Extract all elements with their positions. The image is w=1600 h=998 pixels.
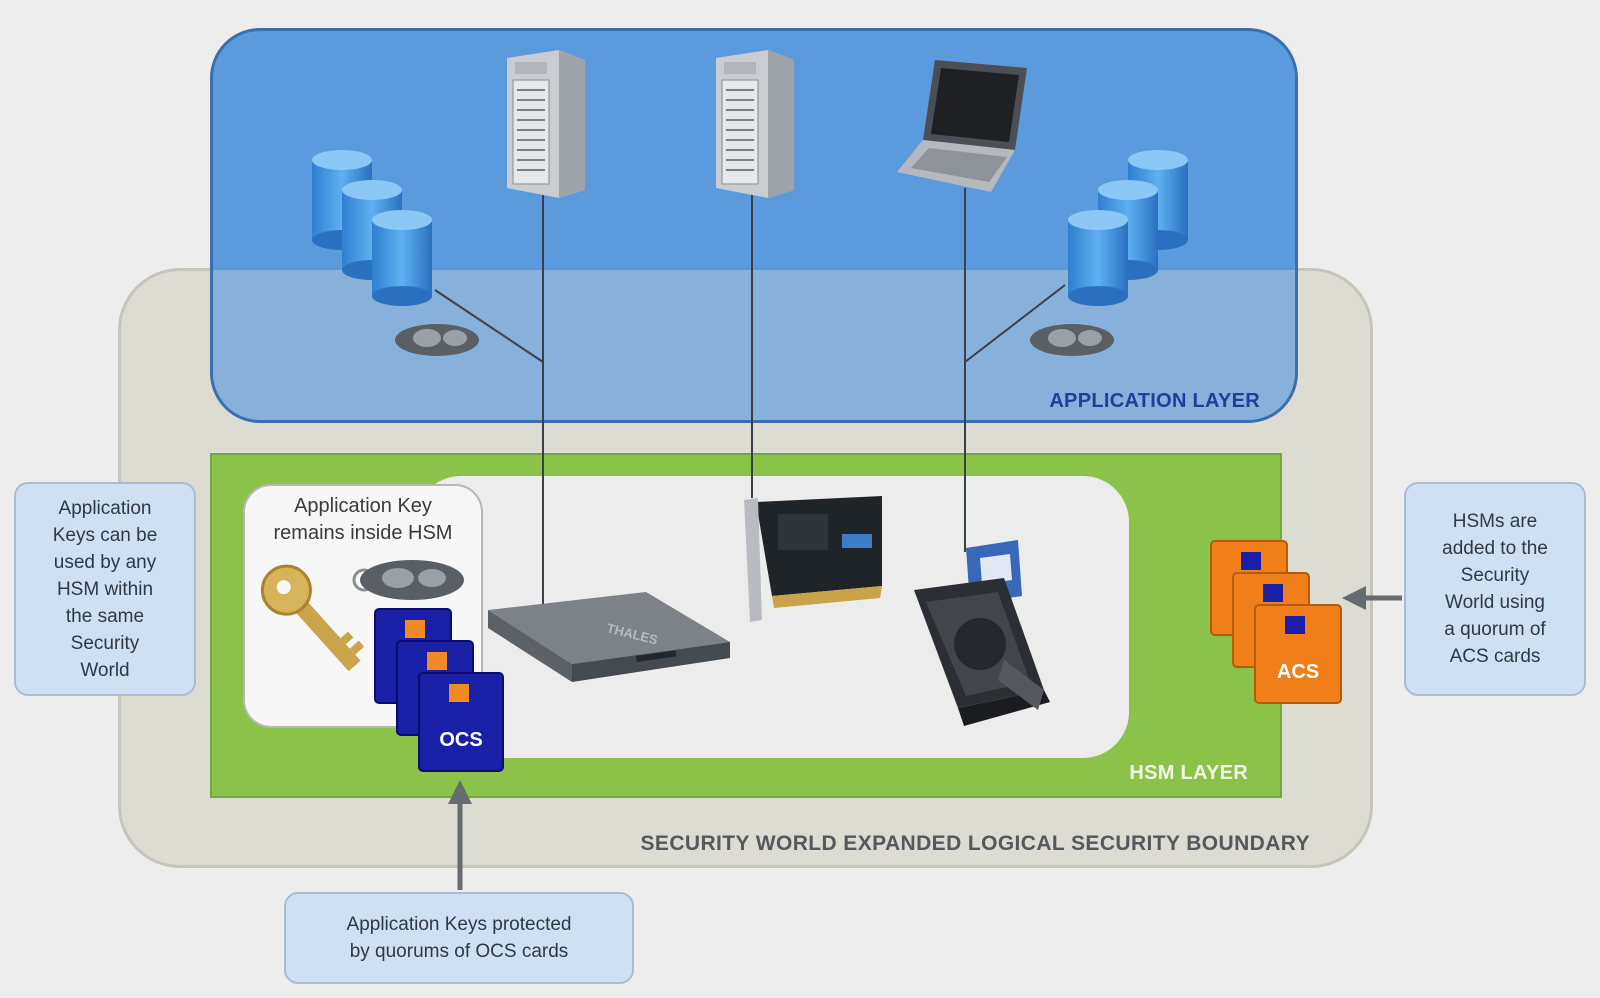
callout-shared-keys: Application Keys can be used by any HSM …	[14, 482, 196, 696]
ocs-card-label: OCS	[439, 729, 483, 751]
card-chip-icon	[405, 620, 425, 638]
callout-line: Keys can be	[52, 524, 158, 546]
callout-line: used by any	[53, 551, 157, 573]
arrow-up-icon	[448, 780, 472, 804]
callout-hsm-enrollment: HSMs are added to the Security World usi…	[1404, 482, 1586, 696]
callout-line: ACS cards	[1449, 646, 1541, 667]
database-icon	[1068, 150, 1188, 306]
application-layer-label: APPLICATION LAYER	[1049, 390, 1260, 412]
laptop-icon	[897, 60, 1027, 192]
key-fob-icon	[1030, 324, 1114, 356]
arrow-left-icon	[1342, 586, 1366, 610]
callout-line: Application	[58, 497, 152, 519]
usb-hsm-icon	[914, 540, 1050, 726]
security-boundary-label: SECURITY WORLD EXPANDED LOGICAL SECURITY…	[640, 832, 1310, 855]
callout-line: Security	[1460, 565, 1530, 586]
key-icon	[260, 560, 464, 672]
card-chip-icon	[1263, 584, 1283, 602]
application-key-caption-line1: Application Key	[294, 495, 432, 517]
callout-line: a quorum of	[1444, 619, 1546, 640]
callout-line: HSMs are	[1452, 511, 1538, 532]
card-chip-icon	[1241, 552, 1261, 570]
left-db-link-line	[434, 289, 544, 363]
ocs-card: OCS	[418, 672, 504, 772]
server-icon	[716, 50, 794, 198]
callout-hsm-enrollment-text: HSMs are added to the Security World usi…	[1442, 508, 1548, 670]
callout-line: Application Keys protected	[346, 914, 572, 935]
callout-line: by quorums of OCS cards	[349, 941, 569, 962]
server-icon	[507, 50, 585, 198]
callout-shared-keys-text: Application Keys can be used by any HSM …	[53, 495, 158, 684]
callout-line: Security	[70, 632, 140, 654]
callout-line: World	[80, 659, 130, 681]
callout-line: the same	[65, 605, 145, 627]
card-chip-icon	[449, 684, 469, 702]
hsm-layer-label: HSM LAYER	[1129, 762, 1248, 784]
application-key-caption: Application Key remains inside HSM	[243, 493, 483, 547]
callout-line: World using	[1445, 592, 1545, 613]
callout-ocs-protection: Application Keys protected by quorums of…	[284, 892, 634, 984]
callout-ocs-protection-text: Application Keys protected by quorums of…	[347, 911, 572, 965]
database-icon	[312, 150, 432, 306]
right-db-link-line	[964, 284, 1066, 363]
callout-line: HSM within	[56, 578, 154, 600]
card-chip-icon	[1285, 616, 1305, 634]
card-chip-icon	[427, 652, 447, 670]
key-fob-icon	[395, 324, 479, 356]
network-hsm-icon: THALES	[488, 592, 730, 682]
pcie-hsm-card-icon	[744, 496, 882, 622]
callout-line: added to the	[1442, 538, 1548, 559]
acs-card: ACS	[1254, 604, 1342, 704]
application-key-caption-line2: remains inside HSM	[273, 522, 453, 544]
acs-card-label: ACS	[1276, 661, 1320, 683]
